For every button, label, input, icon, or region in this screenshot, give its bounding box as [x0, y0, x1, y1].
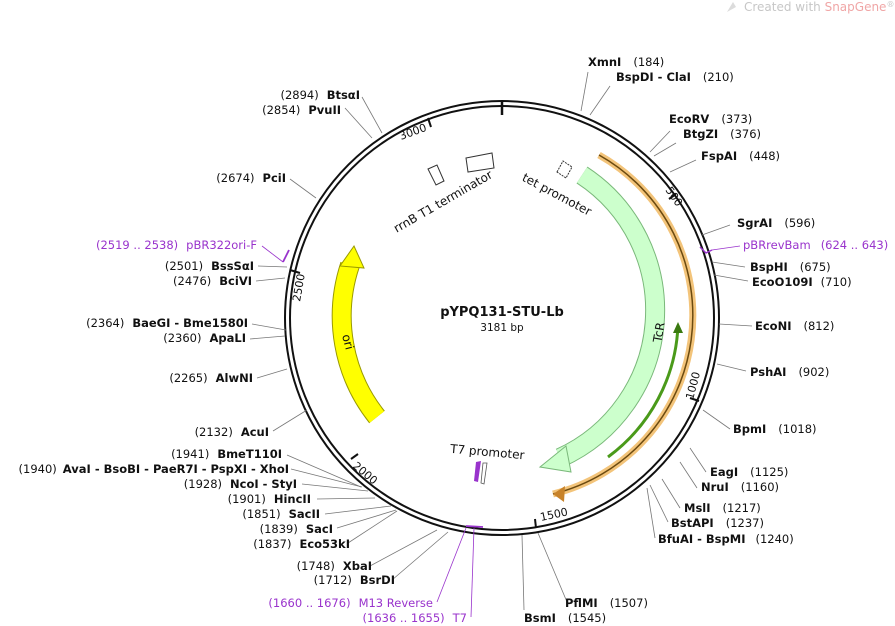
svg-text:2500: 2500: [290, 273, 308, 303]
enzyme-label-pcii[interactable]: (2674)PciI: [216, 171, 286, 185]
enzyme-label-bstapi[interactable]: BstAPI(1237): [671, 516, 764, 530]
enzyme-label-apali[interactable]: (2360)ApaLI: [163, 331, 246, 345]
tick-2000: 2000: [350, 453, 380, 487]
tet-promoter-arrow: [556, 160, 573, 179]
enzyme-label-bfuai[interactable]: BfuAI - BspMI(1240): [658, 532, 794, 546]
primer-label-pbrrevbam[interactable]: pBRrevBam(624 .. 643): [743, 238, 888, 252]
tick-1500: 1500: [534, 505, 569, 529]
snapgene-logo-icon: [727, 2, 736, 12]
enzyme-label-sacii[interactable]: (1851)SacII: [242, 507, 320, 521]
enzyme-label-ecoo109i[interactable]: EcoO109I(710): [752, 275, 852, 289]
tcr-label: TcR: [650, 321, 667, 344]
rrnb-feature-box: [465, 152, 495, 173]
enzyme-label-bpmi[interactable]: BpmI(1018): [733, 422, 817, 436]
m13-reverse-mark: [465, 525, 484, 528]
enzyme-label-saci[interactable]: (1839)SacI: [260, 522, 333, 536]
enzyme-label-bsphi[interactable]: BspHI(675): [750, 260, 831, 274]
enzyme-label-bmet110i[interactable]: (1941)BmeT110I: [171, 447, 282, 461]
enzyme-label-hincii[interactable]: (1901)HincII: [228, 492, 311, 506]
primer-label-t7[interactable]: (1636 .. 1655)T7: [363, 611, 467, 625]
enzyme-label-xmni[interactable]: XmnI(184): [588, 55, 664, 69]
orf-inner-arrowhead: [673, 322, 683, 333]
enzyme-label-msli[interactable]: MslI(1217): [684, 501, 761, 515]
ori-arc: [332, 262, 385, 423]
svg-text:2000: 2000: [350, 459, 380, 487]
orf-arc-line: [552, 154, 694, 495]
t7-promoter-label: T7 promoter: [449, 442, 525, 463]
enzyme-label-acui[interactable]: (2132)AcuI: [195, 425, 269, 439]
enzyme-label-btgzi[interactable]: BtgZI(376): [683, 127, 761, 141]
pbrrevbam-mark: [699, 246, 713, 254]
rrnb-feature-box-2: [427, 164, 445, 186]
enzyme-label-ncoi[interactable]: (1928)NcoI - StyI: [184, 477, 297, 491]
enzyme-label-bsmi[interactable]: BsmI(1545): [524, 611, 606, 625]
tick-3000: 3000: [398, 117, 432, 143]
enzyme-label-econi[interactable]: EcoNI(812): [755, 319, 834, 333]
enzyme-label-alwni[interactable]: (2265)AlwNI: [169, 371, 253, 385]
enzyme-leader-lines: [249, 71, 753, 611]
enzyme-label-eco53ki[interactable]: (1837)Eco53kI: [253, 537, 350, 551]
svg-text:1500: 1500: [539, 505, 569, 524]
t7-promoter-arrow: [480, 462, 488, 485]
orf-arrowhead: [553, 486, 565, 502]
enzyme-label-ecorv[interactable]: EcoRV(373): [669, 112, 752, 126]
enzyme-label-bspdi[interactable]: BspDI - ClaI(210): [616, 70, 734, 84]
enzyme-label-pflmi[interactable]: PflMI(1507): [565, 596, 648, 610]
tcr-arc: [556, 167, 665, 467]
primer-label-m13-reverse[interactable]: (1660 .. 1676)M13 Reverse: [268, 596, 433, 610]
pbr322ori-f-mark: [282, 249, 290, 263]
enzyme-label-avai[interactable]: (1940)AvaI - BsoBI - PaeR7I - PspXI - Xh…: [19, 462, 289, 476]
watermark-text: Created with SnapGene®: [744, 0, 894, 14]
primer-labels: [261, 245, 741, 618]
enzyme-label-pvuii[interactable]: (2854)PvuII: [262, 103, 341, 117]
enzyme-label-sgrai[interactable]: SgrAI(596): [737, 216, 815, 230]
primer-label-pbr322ori-f[interactable]: (2519 .. 2538)pBR322ori-F: [96, 238, 257, 252]
enzyme-label-bcivi[interactable]: (2476)BciVI: [173, 274, 252, 288]
enzyme-label-pshai[interactable]: PshAI(902): [750, 365, 829, 379]
plasmid-name: pYPQ131-STU-Lb: [440, 305, 564, 320]
enzyme-label-fspai[interactable]: FspAI(448): [701, 149, 780, 163]
enzyme-label-eagi[interactable]: EagI(1125): [710, 465, 788, 479]
plasmid-size: 3181 bp: [480, 322, 524, 334]
t7-primer-mark: [474, 461, 481, 482]
enzyme-label-bsssai[interactable]: (2501)BssSαI: [165, 259, 254, 273]
orf-inner-arc: [607, 324, 680, 459]
ori-label: ori: [339, 333, 357, 352]
enzyme-label-baegi[interactable]: (2364)BaeGI - Bme1580I: [86, 316, 248, 330]
enzyme-label-nrui[interactable]: NruI(1160): [701, 480, 779, 494]
enzyme-label-bsrdi[interactable]: (1712)BsrDI: [314, 573, 395, 587]
tcr-arrowhead: [538, 445, 572, 473]
enzyme-label-xbai[interactable]: (1748)XbaI: [297, 559, 372, 573]
ori-arrowhead: [339, 244, 365, 269]
tick-2500: 2500: [289, 269, 308, 303]
enzyme-label-btsai[interactable]: (2894)BtsαI: [280, 88, 360, 102]
